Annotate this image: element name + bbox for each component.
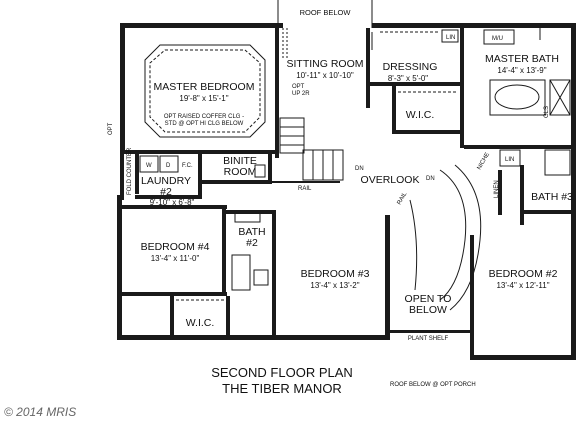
up-2r-label: UP 2R — [292, 91, 310, 97]
open-to-below: OPEN TO BELOW PLANT SHELF — [388, 293, 470, 342]
overlook-label: OVERLOOK — [361, 174, 420, 186]
sitting-room: SITTING ROOM 10'-11" x 10'-10" OPT UP 2R — [279, 28, 370, 154]
sitting-room-label: SITTING ROOM — [287, 58, 364, 70]
lower-wic: W.I.C. — [170, 296, 230, 336]
bedroom-4: BEDROOM #4 13'-4" x 11'-0" — [117, 205, 227, 296]
open-to-below-label-1: OPEN TO — [405, 293, 452, 305]
opt-up-label: OPT — [292, 84, 305, 90]
bedroom-2: BEDROOM #2 13'-4" x 12'-11" — [470, 235, 558, 360]
hall-closets: NICHE LIN LINEN — [477, 149, 521, 215]
gls-label: GLS — [544, 106, 550, 118]
master-bedroom: MASTER BEDROOM 19'-8" x 15'-1" OPT RAISE… — [120, 28, 279, 158]
copyright-label: © 2014 MRIS — [4, 405, 76, 419]
lin-1-label: LIN — [446, 35, 455, 41]
master-bath-dim: 14'-4" x 13'-9" — [497, 66, 546, 75]
dn-1-label: DN — [355, 166, 364, 172]
opt-left-label: OPT — [108, 122, 114, 135]
bath-2-label-1: BATH — [238, 226, 265, 238]
bath-3: BATH #3 — [520, 149, 576, 225]
bedroom-4-label: BEDROOM #4 — [141, 241, 210, 253]
laundry-dim: 9'-10" x 6'-8" — [150, 198, 195, 207]
bedroom-2-label: BEDROOM #2 — [489, 268, 558, 280]
niche-label: NICHE — [477, 152, 492, 171]
master-bath: M/U MASTER BATH 14'-4" x 13'-9" GLS — [464, 28, 576, 149]
master-wic-label: W.I.C. — [406, 109, 435, 121]
lower-wic-label: W.I.C. — [186, 317, 215, 329]
washer-label: W — [146, 163, 152, 169]
rail-1-label: RAIL — [298, 186, 312, 192]
master-bedroom-dim: 19'-8" x 15'-1" — [179, 94, 228, 103]
laundry-label: LAUNDRY — [141, 175, 191, 187]
sitting-room-dim: 10'-11" x 10'-10" — [296, 71, 354, 80]
bath-3-label: BATH #3 — [531, 191, 573, 203]
coffer-note-2: STD @ OPT HI CLG BELOW — [165, 121, 244, 127]
master-bedroom-label: MASTER BEDROOM — [154, 81, 255, 93]
bedroom-3: BEDROOM #3 13'-4" x 13'-2" — [301, 268, 370, 290]
dryer-label: D — [166, 163, 171, 169]
fold-counter-label: FOLD COUNTER — [127, 147, 133, 195]
dressing-room: DRESSING 8'-3" x 5'-0" LIN — [370, 28, 464, 148]
exterior-walls — [117, 23, 576, 360]
binite-room: BINITE ROOM — [202, 154, 272, 184]
bedroom-4-dim: 13'-4" x 11'-0" — [151, 254, 200, 263]
bedroom-2-dim: 13'-4" x 12'-11" — [496, 281, 549, 290]
plan-title-1: SECOND FLOOR PLAN — [211, 365, 353, 380]
roof-below-porch-label: ROOF BELOW @ OPT PORCH — [390, 382, 476, 388]
rail-2-label: RAIL — [397, 191, 409, 206]
master-wic: W.I.C. — [392, 86, 460, 134]
bath-2-label-2: #2 — [246, 237, 258, 249]
bath-2: BATH #2 — [226, 210, 276, 335]
overlook: RAIL DN OVERLOOK DN RAIL — [272, 149, 482, 311]
binite-room-label-1: BINITE — [223, 155, 257, 167]
bedroom-3-label: BEDROOM #3 — [301, 268, 370, 280]
plant-shelf-label: PLANT SHELF — [408, 336, 449, 342]
lin-2-label: LIN — [505, 157, 514, 163]
master-bath-label: MASTER BATH — [485, 53, 559, 65]
open-to-below-label-2: BELOW — [409, 304, 447, 316]
bedroom-3-dim: 13'-4" x 13'-2" — [310, 281, 359, 290]
plan-title-2: THE TIBER MANOR — [222, 381, 342, 396]
roof-below-top-label: ROOF BELOW — [300, 8, 352, 17]
linen-label: LINEN — [494, 180, 500, 198]
laundry-num-label: #2 — [160, 186, 172, 198]
mu-label: M/U — [492, 36, 503, 42]
laundry-area: W D F.C. FOLD COUNTER LAUNDRY #2 9'-10" … — [120, 147, 202, 207]
binite-room-label-2: ROOM — [224, 166, 257, 178]
dressing-dim: 8'-3" x 5'-0" — [388, 74, 428, 83]
dn-2-label: DN — [426, 176, 435, 182]
coffer-note-1: OPT RAISED COFFER CLG - — [164, 114, 244, 120]
dressing-label: DRESSING — [383, 61, 438, 73]
fc-label: F.C. — [182, 163, 193, 169]
